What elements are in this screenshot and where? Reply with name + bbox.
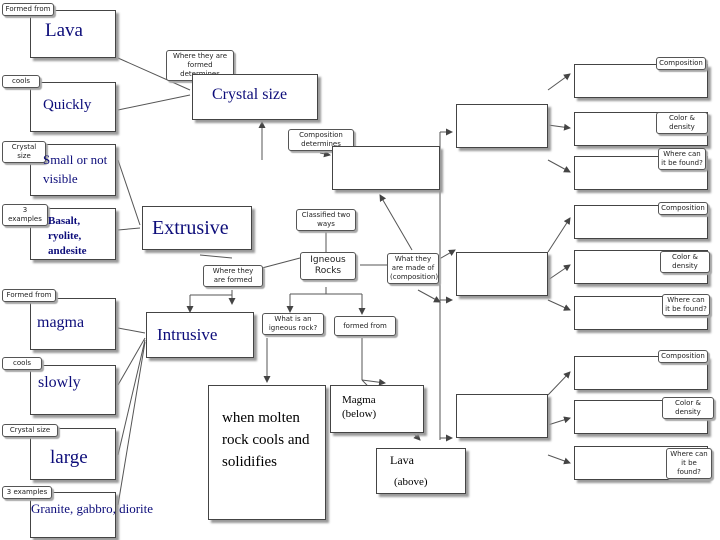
answer-box-formed-from-magma[interactable] [30,298,116,350]
answer-box-cools-slowly[interactable] [30,365,116,415]
answer-magma: magma [37,314,85,331]
connector-line [117,327,146,334]
answer-lava-above: (above) [394,476,428,488]
connector-line [199,254,233,259]
node-igneous-rocks: Igneous Rocks [300,252,356,280]
answer-lava: Lava [390,453,414,467]
connector-line [117,337,146,386]
answer-small-or-not-visible: Small or not visible [43,152,108,186]
label-color-density: Color & density [660,251,710,273]
label-classified-two-ways: Classified two ways [296,209,356,231]
connector-line [547,159,571,173]
label-color-density: Color & density [662,397,714,419]
label-composition-determines: Composition determines [288,129,354,151]
label-color-density: Color & density [656,112,708,134]
label-formed-from: Formed from [2,3,54,16]
rock-box[interactable] [456,252,548,296]
label-where-found: Where can it be found? [662,294,710,316]
answer-box-crystal-size[interactable] [192,74,318,120]
answer-granite-gabbro-diorite: Granite, gabbro, diorite [31,501,154,516]
label-composition: Composition [658,350,708,363]
connector-line [319,150,331,158]
connector-line [117,94,191,111]
connector-line [547,123,571,131]
answer-box-definition[interactable] [208,385,326,520]
answer-crystal-size: Crystal size [212,86,288,103]
label-where-found: Where can it be found? [666,448,712,479]
connector-line [117,341,146,506]
answer-box-extrusive[interactable] [142,206,252,250]
answer-extrusive: Extrusive [152,217,229,239]
rock-box[interactable] [456,104,548,148]
connector-line [547,264,571,281]
connector-line [417,289,441,303]
label-crystal-size: Crystal size [2,141,46,163]
connector-line [547,371,571,396]
label-3-examples: 3 examples [2,486,52,499]
connector-line [547,73,571,91]
connector-line [547,299,571,311]
label-what-is-igneous: What is an igneous rock? [262,313,324,335]
label-crystal-size: Crystal size [2,424,58,437]
answer-large: large [50,447,88,468]
answer-box-lava[interactable] [376,448,466,494]
connector-line [117,159,141,226]
rock-box[interactable] [456,394,548,438]
label-cools: cools [2,357,42,370]
answer-magma-below: Magma (below) [342,394,377,420]
connector-line [117,227,141,231]
label-where-found: Where can it be found? [658,148,706,170]
label-formed-from: Formed from [2,289,56,302]
answer-definition: when molten rock cools and solidifies [222,410,310,470]
connector-line [547,454,571,465]
connector-line [261,257,301,269]
label-cools: cools [2,75,40,88]
label-composition: Composition [656,57,706,70]
label-where-formed: Where they are formed [203,265,263,287]
answer-box-cools-quickly[interactable] [30,82,116,132]
answer-box-composition[interactable] [332,146,440,190]
answer-box-magma[interactable] [330,385,424,433]
connector-line [117,57,191,91]
label-composition: Composition [658,202,708,215]
answer-box-intrusive-examples[interactable] [30,492,116,538]
connector-line [379,194,413,251]
label-3-examples: 3 examples [2,204,48,226]
answer-intrusive: Intrusive [157,325,218,344]
answer-slowly: slowly [38,374,81,391]
answer-quickly: Quickly [43,97,92,113]
answer-box-formed-from-lava[interactable] [30,10,116,58]
connector-line [117,339,146,456]
label-what-made-of: What they are made of (composition) [387,253,439,284]
label-formed-from: formed from [334,316,396,336]
connector-line [547,217,571,253]
connector-line [361,378,386,386]
connector-line [547,416,571,426]
answer-lava: Lava [45,20,83,41]
answer-box-intrusive[interactable] [146,312,254,358]
answer-basalt-ryolite-andesite: Basalt, ryolite, andesite [48,215,87,257]
